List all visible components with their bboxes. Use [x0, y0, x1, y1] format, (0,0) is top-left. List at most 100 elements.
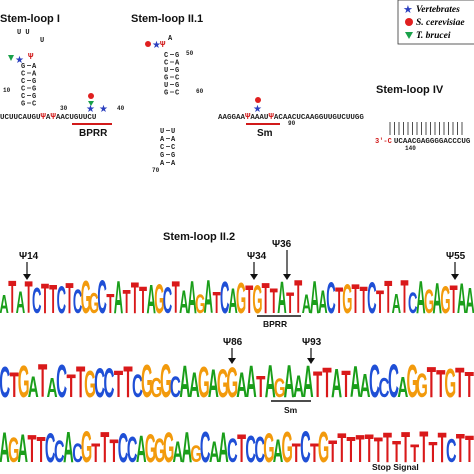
- logo-letter: C: [132, 369, 143, 405]
- logo-letter: C: [446, 433, 457, 469]
- logo-letter: T: [383, 423, 392, 471]
- logo-letter: G: [195, 290, 205, 319]
- logo-letter: T: [65, 274, 73, 323]
- stem-base: G: [164, 75, 168, 83]
- stem-base: C: [171, 144, 175, 152]
- stem-base: G: [171, 152, 175, 160]
- logo-letter: T: [123, 284, 131, 321]
- logo-letter: T: [429, 436, 438, 469]
- stem-base: C: [21, 86, 25, 94]
- loop21-psi: Ψ: [160, 40, 166, 50]
- logo-letter: T: [37, 429, 46, 470]
- logo-letter: C: [163, 280, 172, 321]
- legend-dot-icon: [405, 18, 413, 26]
- logo-letter: G: [217, 363, 229, 407]
- logo-letter: A: [265, 357, 276, 408]
- bprr-label: BPRR: [79, 128, 108, 139]
- marker-psi86: Ψ86: [223, 337, 243, 348]
- logo-letter: A: [136, 429, 147, 471]
- logo-letter: T: [360, 278, 368, 321]
- logo-letter: C: [378, 371, 389, 403]
- logo-letter: A: [303, 358, 314, 408]
- logo-letter: C: [45, 425, 56, 472]
- marker-psi93-arrow: [307, 358, 315, 364]
- logo-letter: C: [326, 272, 335, 322]
- logo-letter: T: [438, 423, 447, 471]
- num-90: 90: [288, 120, 296, 127]
- logo-letter: C: [170, 371, 181, 404]
- logo-letter: T: [313, 363, 322, 405]
- stem-base: G: [21, 101, 25, 109]
- stem-base: A: [171, 136, 176, 144]
- logo-letter: G: [163, 423, 174, 471]
- stem-base: C: [21, 78, 25, 86]
- loop1-psi: Ψ: [28, 52, 34, 62]
- logo-letter: T: [38, 355, 47, 407]
- num-10: 10: [3, 87, 11, 94]
- logo-letter: T: [292, 437, 301, 468]
- logo-letter: G: [236, 274, 246, 323]
- logo-letter: C: [0, 357, 10, 406]
- logo-letter: C: [255, 429, 266, 470]
- bprr-dot-marker: [88, 93, 94, 99]
- logo-letter: T: [270, 281, 278, 321]
- logo-letter: C: [245, 429, 256, 471]
- logo-letter: C: [54, 435, 65, 470]
- logo-letter: G: [318, 423, 329, 471]
- logo-letter: A: [146, 277, 155, 323]
- logo-letter: T: [410, 440, 419, 468]
- stem-base: C: [160, 144, 164, 152]
- sm-dot-marker: [255, 97, 261, 103]
- logo-letter: A: [208, 363, 219, 407]
- logo-letter: T: [456, 426, 465, 471]
- logo-letter: G: [84, 364, 96, 406]
- logo-letter: C: [32, 280, 41, 321]
- num-140: 140: [405, 145, 416, 152]
- logo-letter: A: [0, 423, 10, 471]
- logo-letter: T: [310, 438, 319, 468]
- stem-base: A: [32, 63, 37, 71]
- logo-letter: T: [450, 278, 458, 322]
- num-40: 40: [117, 105, 125, 112]
- stem-base: U: [171, 128, 175, 136]
- marker-psi34-arrow: [250, 274, 258, 280]
- logo-letter: G: [263, 425, 274, 472]
- logo-letter: C: [73, 284, 82, 321]
- logo-letter: A: [284, 357, 295, 408]
- stem-base: G: [175, 52, 179, 60]
- logo-letter: G: [81, 272, 91, 324]
- logo-letter: T: [256, 370, 265, 404]
- logo-letter: A: [416, 272, 425, 324]
- marker-psi36-arrow: [283, 274, 291, 280]
- logo-letter: G: [281, 423, 292, 471]
- logo-letter: C: [300, 422, 311, 472]
- logo-letter: A: [246, 357, 257, 408]
- num-50: 50: [186, 50, 194, 57]
- logo-letter: G: [342, 275, 352, 322]
- logo-letter: T: [427, 357, 436, 406]
- logo-letter: T: [8, 272, 16, 324]
- logo-letter: C: [97, 272, 106, 324]
- stem-base: A: [175, 60, 180, 68]
- stem-base: G: [164, 90, 168, 98]
- bprr-star-marker: ★: [86, 104, 95, 115]
- logo-letter: T: [27, 428, 36, 472]
- logo-letter: A: [228, 281, 237, 321]
- sm-logo-label: Sm: [284, 405, 298, 415]
- logo-letter: T: [335, 280, 343, 321]
- logo-letter: T: [76, 358, 86, 408]
- logo-letter: G: [141, 357, 153, 408]
- logo-letter: A: [236, 364, 247, 404]
- logo-letter: A: [182, 422, 193, 472]
- logo-letter: A: [172, 435, 183, 468]
- logo-letter: T: [245, 278, 253, 322]
- logo-letter: A: [204, 272, 213, 324]
